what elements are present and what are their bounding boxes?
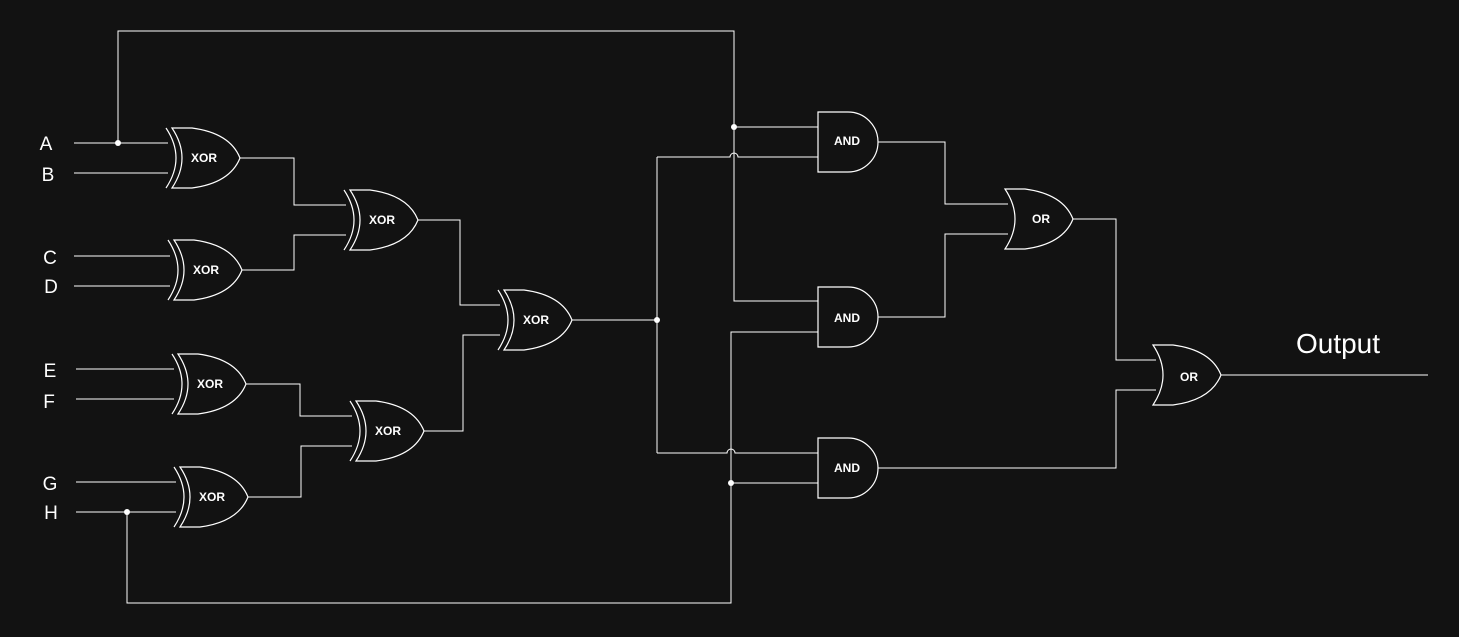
input-label-c: C: [43, 248, 57, 269]
wire-a-loop: [117, 30, 818, 302]
wire-h-loop: [126, 331, 818, 604]
and-gate-2: AND: [817, 286, 879, 348]
wire-xor3-xor6: [240, 383, 352, 417]
gate-label: OR: [1032, 212, 1050, 226]
and-gate-3: AND: [817, 437, 879, 499]
gate-label: XOR: [197, 377, 223, 391]
wire-xor1-xor5: [234, 157, 346, 206]
gate-label: AND: [834, 134, 860, 148]
xor-gate-5: XOR: [343, 189, 419, 251]
gate-label: XOR: [191, 151, 217, 165]
xor-gate-2: XOR: [167, 239, 243, 301]
input-label-d: D: [44, 277, 58, 298]
gate-label: AND: [834, 311, 860, 325]
junction-a-and1: [731, 124, 737, 130]
wire-xor7-and3: [657, 448, 818, 454]
input-labels: A B C D E F G H: [40, 134, 58, 524]
input-label-g: G: [43, 474, 58, 495]
xor-gate-4: XOR: [173, 466, 249, 528]
gates: XOR XOR XOR XOR XOR XOR XOR AND: [165, 111, 1222, 528]
wire-xor7-and1: [657, 152, 818, 158]
junction-xor7-out: [654, 317, 660, 323]
junction-h-and3: [728, 480, 734, 486]
gate-label: XOR: [523, 313, 549, 327]
input-label-b: B: [42, 165, 55, 186]
wires: [74, 30, 1428, 604]
or-gate-2: OR: [1152, 344, 1222, 406]
and-gate-1: AND: [817, 111, 879, 173]
wire-xor4-xor6: [242, 445, 352, 498]
output-label: Output: [1296, 328, 1380, 359]
wire-and1-or1: [876, 141, 1008, 205]
xor-gate-1: XOR: [165, 127, 241, 189]
or-gate-1: OR: [1004, 188, 1074, 250]
gate-label: XOR: [193, 263, 219, 277]
input-label-h: H: [44, 503, 58, 524]
gate-label: XOR: [375, 424, 401, 438]
gate-label: AND: [834, 461, 860, 475]
xor-gate-3: XOR: [171, 353, 247, 415]
wire-or1-or2: [1072, 218, 1156, 361]
xor-gate-7: XOR: [497, 289, 573, 351]
junctions: [115, 124, 737, 515]
wire-xor6-xor7: [418, 334, 500, 432]
input-label-e: E: [44, 361, 57, 382]
wire-and2-or1: [876, 233, 1008, 318]
gate-label: OR: [1180, 370, 1198, 384]
gate-label: XOR: [199, 490, 225, 504]
input-label-a: A: [40, 134, 53, 155]
wire-xor2-xor5: [236, 234, 346, 271]
input-label-f: F: [43, 392, 55, 413]
junction-a: [115, 140, 121, 146]
xor-gate-6: XOR: [349, 400, 425, 462]
junction-h: [124, 509, 130, 515]
gate-label: XOR: [369, 213, 395, 227]
wire-and3-or2: [876, 389, 1156, 469]
wire-xor5-xor7: [412, 219, 500, 306]
